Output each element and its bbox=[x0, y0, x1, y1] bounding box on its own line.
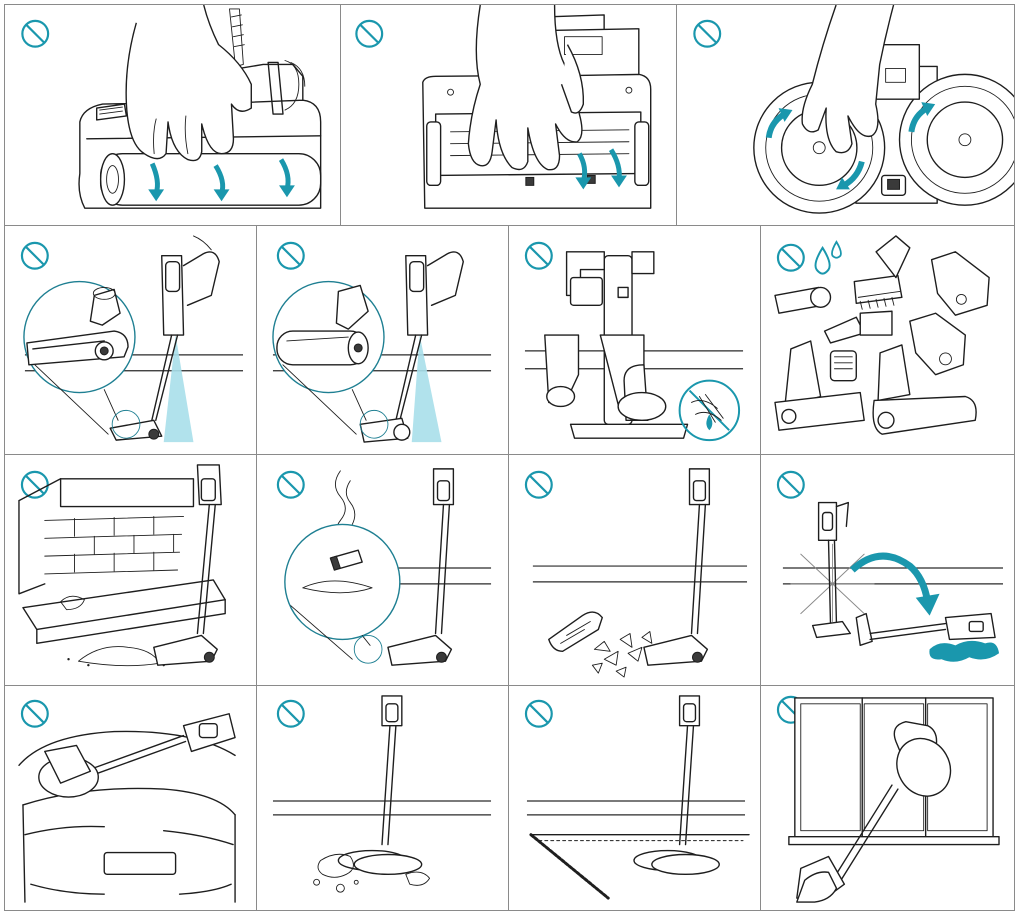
curved-arrow-icon bbox=[849, 552, 940, 616]
hand-illustration bbox=[467, 5, 585, 171]
panel-fireplace-ash bbox=[4, 454, 257, 686]
mop-pad-no-water-icon bbox=[678, 379, 741, 442]
no-symbol-icon bbox=[21, 19, 50, 48]
mop-head-underside-illustration bbox=[753, 43, 1014, 214]
window-illustration bbox=[788, 697, 1000, 846]
vacuum-illustration bbox=[153, 464, 222, 666]
no-symbol-icon bbox=[20, 470, 49, 499]
no-symbol-icon bbox=[20, 241, 49, 270]
vacuum-illustration bbox=[337, 695, 423, 876]
ash-pile-illustration bbox=[67, 646, 165, 667]
zoom-callout bbox=[272, 280, 389, 439]
no-symbol-icon bbox=[355, 19, 384, 48]
panel-charging-dock bbox=[508, 225, 761, 455]
light-beam bbox=[163, 335, 194, 443]
hand-illustration bbox=[125, 5, 252, 162]
no-symbol-icon bbox=[276, 699, 305, 728]
no-symbol-icon bbox=[276, 470, 305, 499]
no-symbol-icon bbox=[524, 470, 553, 499]
no-symbol-icon bbox=[693, 19, 722, 48]
rotate-arrow-icon bbox=[765, 102, 936, 190]
vacuum-illustration bbox=[633, 695, 720, 876]
no-symbol-icon bbox=[20, 699, 49, 728]
carpet-illustration bbox=[529, 833, 750, 900]
no-symbol-icon bbox=[776, 470, 805, 499]
no-symbol-icon bbox=[276, 241, 305, 270]
light-beam bbox=[411, 335, 442, 443]
panel-floor-brush-light-beam bbox=[4, 225, 257, 455]
hand-illustration bbox=[801, 5, 895, 154]
no-symbol-icon bbox=[524, 241, 553, 270]
hand-illustration bbox=[796, 871, 838, 903]
down-arrow-icon bbox=[575, 148, 627, 190]
fireplace-illustration bbox=[18, 478, 226, 645]
panel-wet-floor bbox=[256, 685, 509, 911]
down-arrow-icon bbox=[148, 158, 295, 202]
panel-lying-down-water bbox=[760, 454, 1015, 686]
no-symbol-icon bbox=[524, 699, 553, 728]
charging-dock-illustration bbox=[544, 251, 689, 439]
upright-vacuum-illustration bbox=[790, 501, 875, 639]
panel-mop-pad-rotation bbox=[676, 4, 1015, 226]
broken-glass-illustration bbox=[548, 611, 653, 678]
panel-broken-glass bbox=[508, 454, 761, 686]
vacuum-illustration bbox=[359, 251, 464, 443]
accessories-illustration bbox=[774, 235, 990, 435]
zoom-callout bbox=[23, 280, 141, 439]
mop-handheld-illustration bbox=[38, 713, 236, 798]
panel-brush-bar-cover-removal bbox=[340, 4, 677, 226]
vacuum-illustration bbox=[109, 235, 220, 441]
panel-soft-roller-light-beam bbox=[256, 225, 509, 455]
zoom-callout bbox=[284, 523, 401, 664]
panel-car-surface bbox=[4, 685, 257, 911]
water-spill-illustration bbox=[929, 640, 1000, 662]
liquid-spill-illustration bbox=[313, 853, 431, 893]
panel-carpet-edge bbox=[508, 685, 761, 911]
panel-window-glass bbox=[760, 685, 1015, 911]
vacuum-illustration bbox=[643, 468, 711, 666]
water-drop-icon bbox=[814, 240, 842, 275]
lying-vacuum-illustration bbox=[855, 612, 996, 647]
panel-accessories-no-water bbox=[760, 225, 1015, 455]
panel-brush-roll-removal bbox=[4, 4, 341, 226]
vacuum-illustration bbox=[387, 468, 455, 666]
no-symbol-icon bbox=[776, 243, 805, 272]
panel-burning-cigarette bbox=[256, 454, 509, 686]
